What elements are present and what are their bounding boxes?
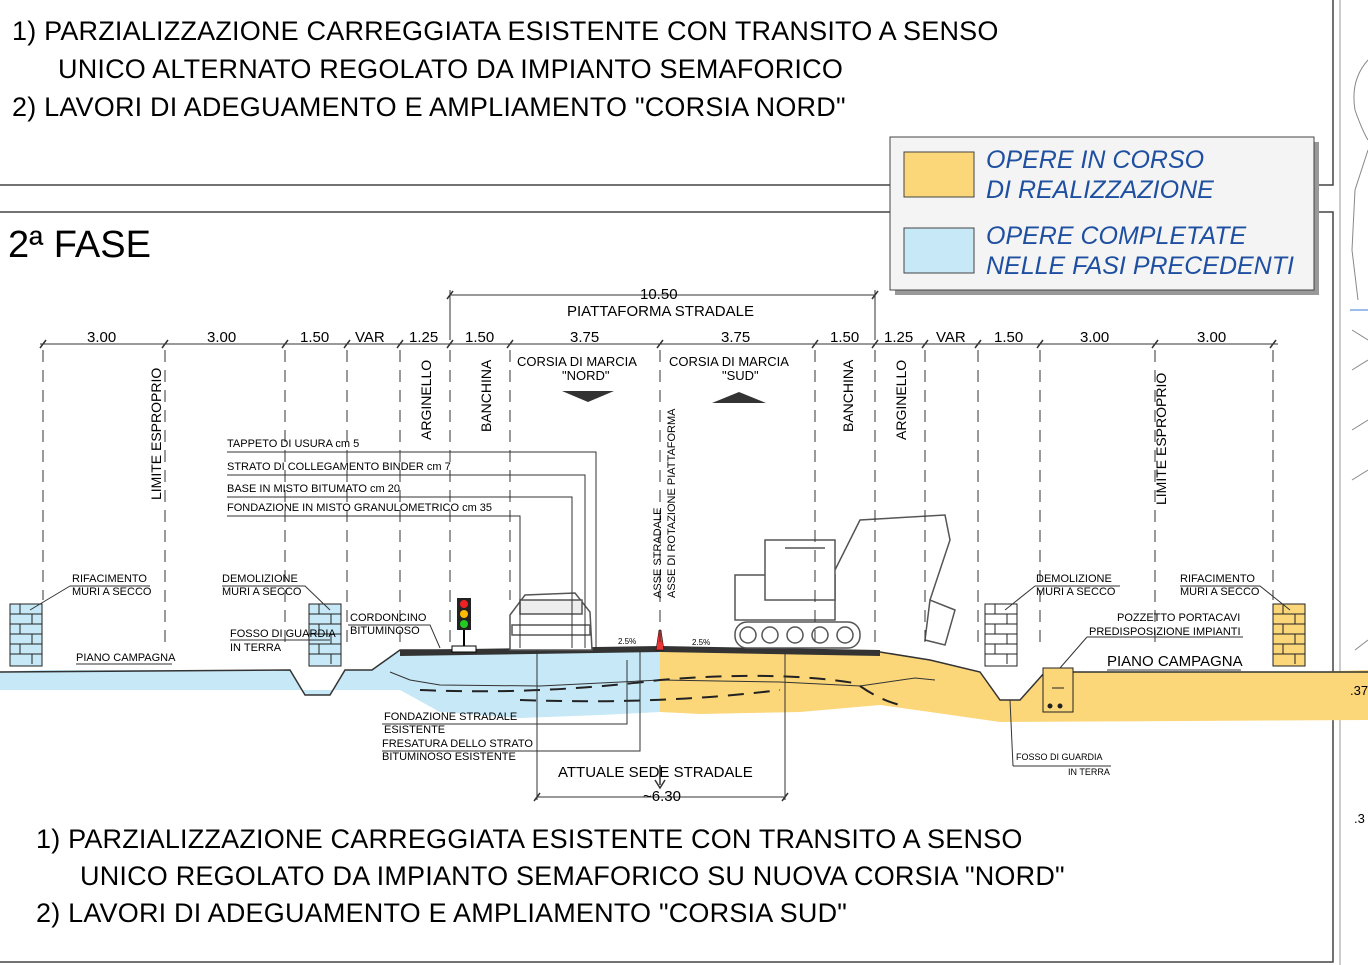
piano-campagna-left: PIANO CAMPAGNA <box>76 652 176 664</box>
legend-completed-line2: NELLE FASI PRECEDENTI <box>986 252 1294 280</box>
slope-right: 2.5% <box>692 638 711 647</box>
dim-14: 3.00 <box>1197 329 1227 346</box>
dim-8: 3.75 <box>721 329 751 346</box>
traffic-light <box>451 598 477 653</box>
cable-pit <box>1042 667 1074 713</box>
piano-campagna-right: PIANO CAMPAGNA <box>1107 653 1243 670</box>
legend-completed-line1: OPERE COMPLETATE <box>986 222 1247 250</box>
slope-left: 2.5% <box>618 637 637 646</box>
phase2-note2: 2) LAVORI DI ADEGUAMENTO E AMPLIAMENTO "… <box>36 898 848 928</box>
dim-7: 3.75 <box>570 329 600 346</box>
phase2-note1-line1: 1) PARZIALIZZAZIONE CARREGGIATA ESISTENT… <box>36 824 1023 854</box>
platform-width: 10.50 <box>640 286 678 303</box>
dim-9: 1.50 <box>830 329 860 346</box>
edge-mark-1: .37 <box>1350 683 1368 698</box>
existing-foundation-dashed <box>419 674 901 706</box>
dim-1: 3.00 <box>87 329 117 346</box>
rifacimento-left-2: MURI A SECCO <box>72 586 152 598</box>
layer-3: BASE IN MISTO BITUMATO cm 20 <box>227 483 400 495</box>
rifacimento-right-2: MURI A SECCO <box>1180 586 1260 598</box>
completed-works-area <box>0 650 660 718</box>
fosso-left-1: FOSSO DI GUARDIA <box>230 628 336 640</box>
dim-2: 3.00 <box>207 329 237 346</box>
rifacimento-left-1: RIFACIMENTO <box>72 573 147 585</box>
lane-nord-line2: "NORD" <box>562 368 610 383</box>
attuale-sede: ATTUALE SEDE STRADALE <box>558 764 753 781</box>
fondazione-1: FONDAZIONE STRADALE <box>384 711 518 723</box>
dry-stone-wall-left-inner <box>308 603 342 667</box>
dry-stone-wall-right <box>1272 603 1306 667</box>
direction-arrow-sud <box>712 392 766 403</box>
phase2-title: 2ª FASE <box>4 224 155 267</box>
fondazione-2: ESISTENTE <box>384 724 446 736</box>
phase1-note1-line1: 1) PARZIALIZZAZIONE CARREGGIATA ESISTENT… <box>12 16 999 46</box>
excavator <box>734 514 956 649</box>
legend-panel <box>889 136 1319 295</box>
phase2-note1-line2: UNICO REGOLATO DA IMPIANTO SEMAFORICO SU… <box>80 861 1065 891</box>
in-progress-works-area <box>660 650 1368 722</box>
dimension-lines <box>39 290 1278 802</box>
dim-3: 1.50 <box>300 329 330 346</box>
layer-2: STRATO DI COLLEGAMENTO BINDER cm 7 <box>227 461 451 473</box>
platform-label: PIATTAFORMA STRADALE <box>567 303 754 320</box>
phase1-note2: 2) LAVORI DI ADEGUAMENTO E AMPLIAMENTO "… <box>12 92 846 122</box>
layer-1: TAPPETO DI USURA cm 5 <box>227 438 360 450</box>
dry-stone-wall-right-inner <box>984 603 1018 667</box>
dim-4: VAR <box>355 329 385 346</box>
direction-arrow-nord <box>562 391 614 402</box>
pozzetto-1: POZZETTO PORTACAVI <box>1117 612 1241 624</box>
legend-in-progress-line2: DI REALIZZAZIONE <box>986 176 1214 204</box>
fosso-right-2: IN TERRA <box>1068 767 1110 777</box>
demolizione-left-1: DEMOLIZIONE <box>222 573 298 585</box>
legend-in-progress-line1: OPERE IN CORSO <box>986 146 1205 174</box>
demolizione-right-2: MURI A SECCO <box>1036 586 1116 598</box>
fresatura-1: FRESATURA DELLO STRATO <box>382 738 533 750</box>
rifacimento-right-1: RIFACIMENTO <box>1180 573 1255 585</box>
demolizione-right-1: DEMOLIZIONE <box>1036 573 1112 585</box>
dim-11: VAR <box>936 329 966 346</box>
demolizione-left-2: MURI A SECCO <box>222 586 302 598</box>
dry-stone-wall-left <box>9 603 43 667</box>
dim-10: 1.25 <box>884 329 914 346</box>
phase1-note1-line2: UNICO ALTERNATO REGOLATO DA IMPIANTO SEM… <box>58 54 844 84</box>
lane-sud-line2: "SUD" <box>722 368 759 383</box>
edge-mark-2: .3 <box>1354 811 1365 826</box>
fosso-left-2: IN TERRA <box>230 642 282 654</box>
car <box>509 592 593 651</box>
fosso-right-1: FOSSO DI GUARDIA <box>1016 752 1103 762</box>
dim-13: 3.00 <box>1080 329 1110 346</box>
dim-12: 1.50 <box>994 329 1024 346</box>
reference-lines <box>42 350 1274 650</box>
cordoncino-2: BITUMINOSO <box>350 625 420 637</box>
lane-sud-line1: CORSIA DI MARCIA <box>669 354 789 369</box>
attuale-width: ~6.30 <box>643 788 681 805</box>
dim-5: 1.25 <box>409 329 439 346</box>
adjacent-sheet-fragment <box>1350 59 1368 701</box>
dim-6: 1.50 <box>465 329 495 346</box>
cordoncino-1: CORDONCINO <box>350 612 427 624</box>
layer-4: FONDAZIONE IN MISTO GRANULOMETRICO cm 35 <box>227 502 493 514</box>
pozzetto-2: PREDISPOSIZIONE IMPIANTI <box>1089 626 1241 638</box>
fresatura-2: BITUMINOSO ESISTENTE <box>382 751 516 763</box>
leader-lines <box>29 451 1291 790</box>
lane-nord-line1: CORSIA DI MARCIA <box>517 354 637 369</box>
